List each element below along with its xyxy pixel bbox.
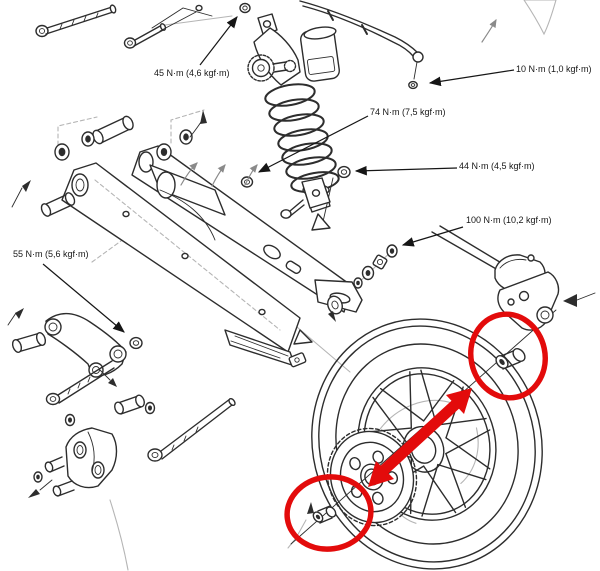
torque-label-55: 55 N·m (5,6 kgf·m): [13, 249, 89, 259]
red-annotations: [284, 311, 548, 552]
pivot-hardware: [40, 115, 193, 217]
highlight-circle-right: [468, 311, 548, 401]
leader-lines: [42, 16, 515, 333]
pivot-bolts-top-left: [35, 4, 167, 49]
torque-label-100: 100 N·m (10,2 kgf·m): [466, 215, 552, 225]
torque-label-45: 45 N·m (4,6 kgf·m): [154, 68, 230, 78]
suspension-linkage: [11, 312, 156, 427]
axle-washers: [353, 244, 398, 289]
frame-fragment: [151, 4, 213, 32]
chain-adjuster-parts: [288, 295, 343, 368]
torque-label-44: 44 N·m (4,5 kgf·m): [459, 161, 535, 171]
axle-spacer-left: [312, 505, 337, 524]
assembly-arrows: [7, 110, 596, 514]
top-mount-nut: [239, 2, 251, 14]
coil-spring: [264, 83, 340, 193]
double-headed-arrow: [368, 388, 472, 487]
torque-label-10: 10 N·m (1,0 kgf·m): [516, 64, 592, 74]
fender-outline: [481, 0, 557, 43]
axle-spacer-right: [495, 348, 526, 370]
torque-label-74: 74 N·m (7,5 kgf·m): [370, 107, 446, 117]
brake-hose: [299, 0, 424, 90]
swingarm: [61, 145, 363, 367]
lower-mount-bracket: [33, 397, 236, 497]
highlight-circle-left: [284, 474, 374, 552]
